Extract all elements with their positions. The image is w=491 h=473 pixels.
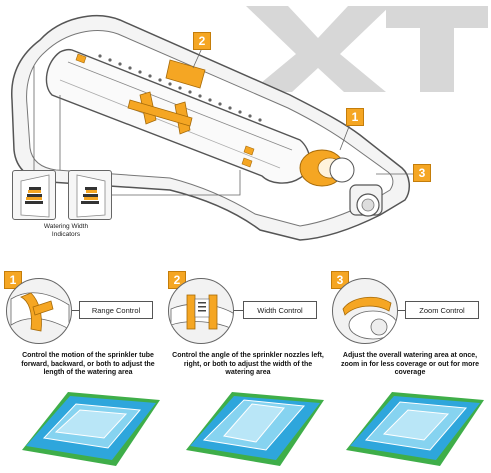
range-coverage-diagram xyxy=(22,392,160,466)
zoom-control-title: Zoom Control xyxy=(405,301,479,319)
callout-zoom-control: 3 xyxy=(413,164,431,182)
width-control-title: Width Control xyxy=(243,301,317,319)
indicator-thumbnail-left xyxy=(12,170,56,220)
xt-logo xyxy=(246,6,488,92)
width-control-connector xyxy=(234,310,243,311)
range-control-title: Range Control xyxy=(79,301,153,319)
range-control-connector xyxy=(72,310,79,311)
watering-width-indicators-label: Watering Width Indicators xyxy=(43,223,89,238)
callout-range-control: 1 xyxy=(346,108,364,126)
range-control-closeup xyxy=(6,278,72,344)
callout-width-control: 2 xyxy=(193,32,211,50)
zoom-control-closeup xyxy=(332,278,398,344)
range-control-description: Control the motion of the sprinkler tube… xyxy=(21,352,155,376)
zoom-control-description: Adjust the overall watering area at once… xyxy=(340,352,480,376)
width-coverage-diagram xyxy=(186,392,324,466)
indicator-thumbnail-right xyxy=(68,170,112,220)
zoom-control-connector xyxy=(398,310,405,311)
zoom-coverage-diagram xyxy=(346,392,484,466)
width-control-description: Control the angle of the sprinkler nozzl… xyxy=(172,352,324,376)
width-control-closeup xyxy=(168,278,234,344)
